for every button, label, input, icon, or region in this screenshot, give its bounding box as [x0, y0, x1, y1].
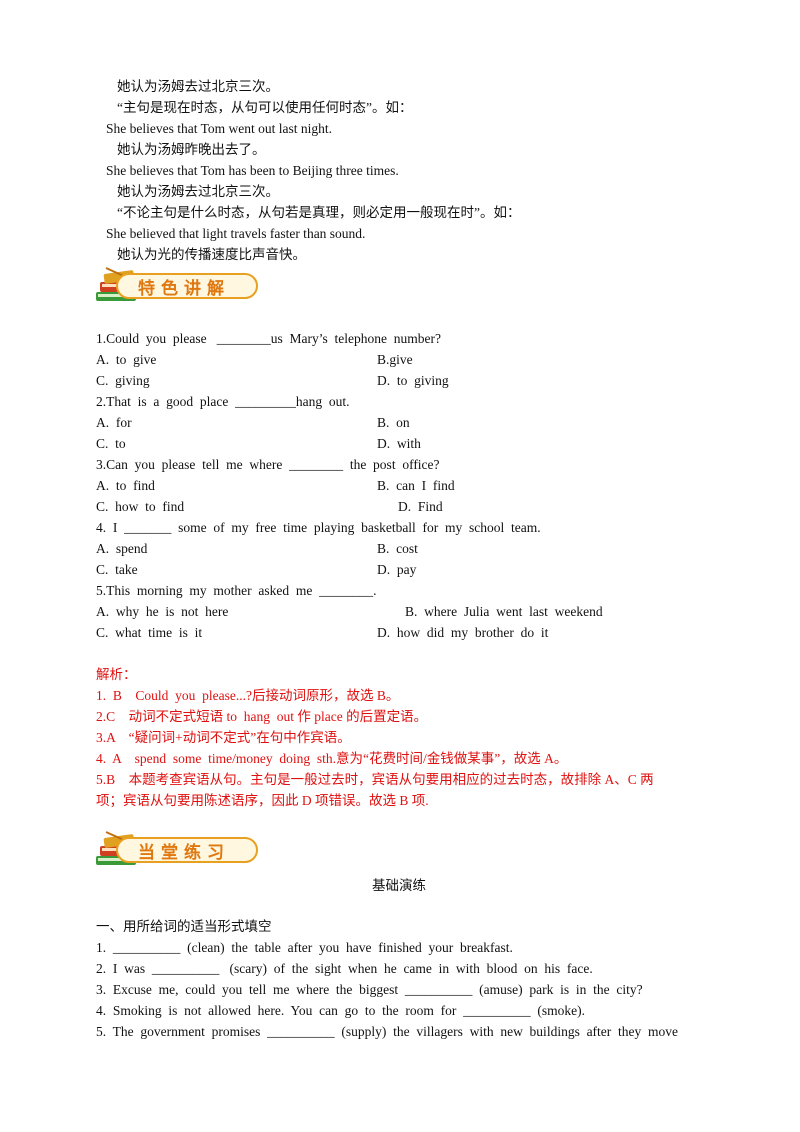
- question-3: 3.Can you please tell me where ________ …: [96, 457, 440, 472]
- q5-option-b: B. where Julia went last weekend: [405, 604, 603, 619]
- q5-option-d: D. how did my brother do it: [377, 625, 549, 640]
- analysis-1: 1. B Could you please...?后接动词原形，故选 B。: [96, 688, 400, 703]
- intro-line-5: She believes that Tom has been to Beijin…: [106, 163, 399, 178]
- q4-option-d: D. pay: [377, 562, 417, 577]
- q3-option-a: A. to find: [96, 478, 155, 493]
- section-banner-features: 特色讲解: [94, 266, 264, 306]
- q2-option-a: A. for: [96, 415, 132, 430]
- question-4: 4. I _______ some of my free time playin…: [96, 520, 541, 535]
- analysis-4: 4. A spend some time/money doing sth.意为“…: [96, 751, 568, 766]
- analysis-5a: 5.B 本题考查宾语从句。主句是一般过去时，宾语从句要用相应的过去时态，故排除 …: [96, 772, 654, 787]
- practice-item-2: 2. I was __________ (scary) of the sight…: [96, 961, 593, 976]
- practice-item-1: 1. __________ (clean) the table after yo…: [96, 940, 513, 955]
- intro-line-6: 她认为汤姆去过北京三次。: [117, 184, 279, 199]
- q1-option-c: C. giving: [96, 373, 150, 388]
- q5-option-a: A. why he is not here: [96, 604, 229, 619]
- analysis-3: 3.A “疑问词+动词不定式”在句中作宾语。: [96, 730, 351, 745]
- question-1: 1.Could you please ________us Mary’s tel…: [96, 331, 441, 346]
- q3-option-b: B. can I find: [377, 478, 455, 493]
- practice-subtitle: 基础演练: [372, 878, 426, 893]
- banner-title: 当堂练习: [138, 843, 230, 863]
- question-2: 2.That is a good place _________hang out…: [96, 394, 350, 409]
- practice-item-4: 4. Smoking is not allowed here. You can …: [96, 1003, 585, 1018]
- q5-option-c: C. what time is it: [96, 625, 203, 640]
- intro-line-4: 她认为汤姆昨晚出去了。: [117, 142, 266, 157]
- q3-option-c: C. how to find: [96, 499, 185, 514]
- q1-option-b: B.give: [377, 352, 413, 367]
- analysis-2: 2.C 动词不定式短语 to hang out 作 place 的后置定语。: [96, 709, 428, 724]
- analysis-title: 解析：: [96, 667, 137, 682]
- banner-title: 特色讲解: [138, 279, 230, 299]
- intro-line-1: 她认为汤姆去过北京三次。: [117, 79, 279, 94]
- q1-option-a: A. to give: [96, 352, 157, 367]
- q4-option-b: B. cost: [377, 541, 418, 556]
- intro-line-9: 她认为光的传播速度比声音快。: [117, 247, 306, 262]
- q2-option-c: C. to: [96, 436, 126, 451]
- intro-line-8: She believed that light travels faster t…: [106, 226, 366, 241]
- q2-option-d: D. with: [377, 436, 421, 451]
- practice-heading: 一、用所给词的适当形式填空: [96, 919, 272, 934]
- q3-option-d: D. Find: [398, 499, 443, 514]
- q4-option-c: C. take: [96, 562, 138, 577]
- q1-option-d: D. to giving: [377, 373, 449, 388]
- intro-line-7: “不论主句是什么时态，从句若是真理，则必定用一般现在时”。如：: [117, 205, 521, 220]
- intro-line-2: “主句是现在时态，从句可以使用任何时态”。如：: [117, 100, 413, 115]
- analysis-5b: 项；宾语从句要用陈述语序，因此 D 项错误。故选 B 项.: [96, 793, 429, 808]
- practice-item-5: 5. The government promises __________ (s…: [96, 1024, 679, 1039]
- q4-option-a: A. spend: [96, 541, 148, 556]
- q2-option-b: B. on: [377, 415, 410, 430]
- practice-item-3: 3. Excuse me, could you tell me where th…: [96, 982, 643, 997]
- question-5: 5.This morning my mother asked me ______…: [96, 583, 377, 598]
- section-banner-practice: 当堂练习: [94, 830, 264, 870]
- intro-line-3: She believes that Tom went out last nigh…: [106, 121, 333, 136]
